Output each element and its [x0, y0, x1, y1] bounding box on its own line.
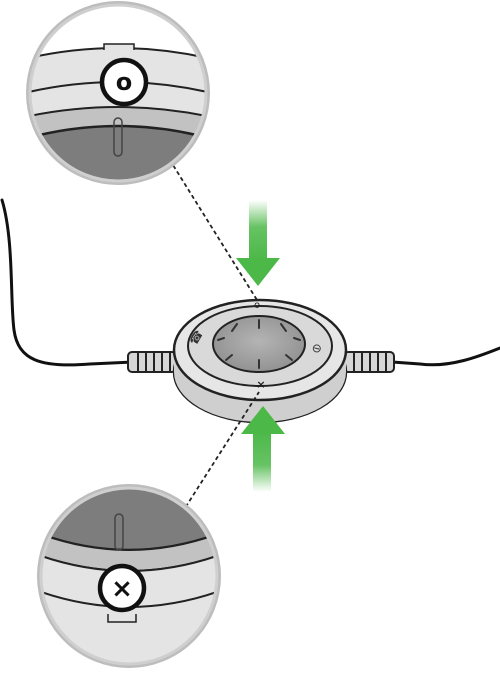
press-arrow-bottom [241, 406, 285, 492]
callout-bottom-symbol: × [111, 574, 133, 604]
control-dial[interactable] [212, 315, 306, 373]
inline-controller: ☎ ⊘ o × [172, 298, 348, 424]
cable-right [390, 346, 500, 367]
press-arrow-top [236, 200, 280, 286]
left-cable-strain-relief [127, 351, 177, 373]
callout-top-highlight [99, 57, 149, 107]
controller-top-mark: o [254, 300, 260, 311]
right-cable-strain-relief [343, 351, 395, 373]
callout-top-symbol: o [116, 68, 133, 96]
dial-tick-marks [217, 319, 301, 369]
call-icon: ☎ [186, 328, 206, 348]
leader-line-bottom [147, 391, 260, 567]
callout-bottom-magnifier: × [37, 484, 221, 668]
controller-bottom-mark: × [256, 378, 265, 391]
cable [0, 198, 500, 367]
callout-top-magnifier: o [26, 1, 210, 185]
cable-left [0, 198, 134, 367]
callout-bottom-highlight [97, 563, 147, 613]
